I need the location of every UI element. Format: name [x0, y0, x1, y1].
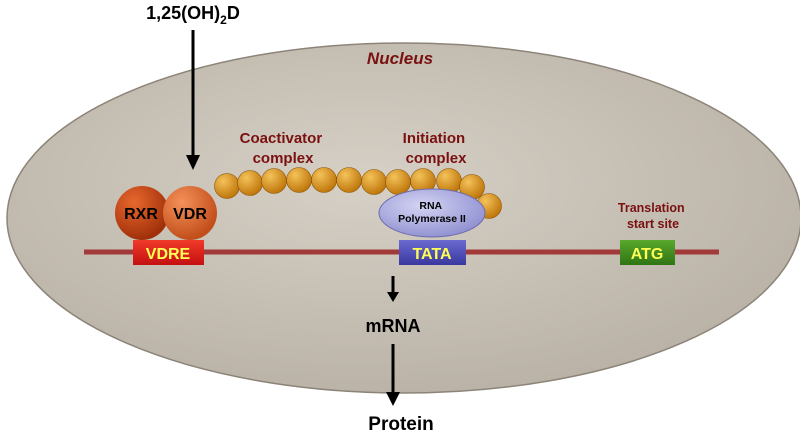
tata-label: TATA — [412, 246, 452, 263]
polymerase-line2: Polymerase II — [398, 213, 466, 225]
vdre-label: VDRE — [146, 246, 191, 263]
coactivator-label: Coactivator complex — [240, 130, 327, 167]
transcription-arrowhead — [387, 292, 399, 302]
vdre-box — [133, 240, 204, 265]
coactivator-bead — [286, 167, 312, 193]
polymerase-label: RNA Polymerase II — [398, 200, 466, 225]
rxr-receptor — [115, 186, 169, 240]
translation-line2: start site — [627, 217, 679, 231]
coactivator-line2: complex — [253, 150, 315, 167]
ligand-suffix: D — [227, 3, 240, 23]
atg-label: ATG — [631, 246, 664, 263]
coactivator-bead — [385, 169, 411, 195]
atg-box — [620, 240, 675, 265]
translation-line1: Translation — [618, 201, 685, 215]
coactivator-line1: Coactivator — [240, 130, 323, 147]
coactivator-bead — [361, 169, 387, 195]
vdr-receptor — [163, 186, 217, 240]
coactivator-complex — [214, 167, 502, 219]
coactivator-bead — [261, 168, 287, 194]
rna-polymerase — [378, 188, 486, 238]
rxr-label: RXR — [124, 206, 158, 223]
vdr-label: VDR — [173, 206, 207, 223]
tata-box — [399, 240, 466, 265]
coactivator-bead — [237, 170, 263, 196]
ligand-label: 1,25(OH)2D — [146, 3, 240, 27]
ligand-base: 1,25(OH) — [146, 3, 220, 23]
translation-arrowhead — [386, 392, 400, 406]
coactivator-bead — [336, 167, 362, 193]
protein-label: Protein — [368, 414, 433, 432]
coactivator-bead — [214, 173, 240, 199]
nucleus-label: Nucleus — [367, 49, 433, 68]
initiation-line2: complex — [406, 150, 468, 167]
translation-label: Translation start site — [618, 201, 688, 231]
ligand-arrowhead — [186, 155, 200, 170]
polymerase-line1: RNA — [419, 200, 442, 212]
initiation-label: Initiation complex — [403, 130, 470, 167]
ligand-subscript: 2 — [220, 13, 227, 27]
coactivator-bead — [311, 167, 337, 193]
mrna-label: mRNA — [365, 316, 420, 336]
initiation-line1: Initiation — [403, 130, 466, 147]
